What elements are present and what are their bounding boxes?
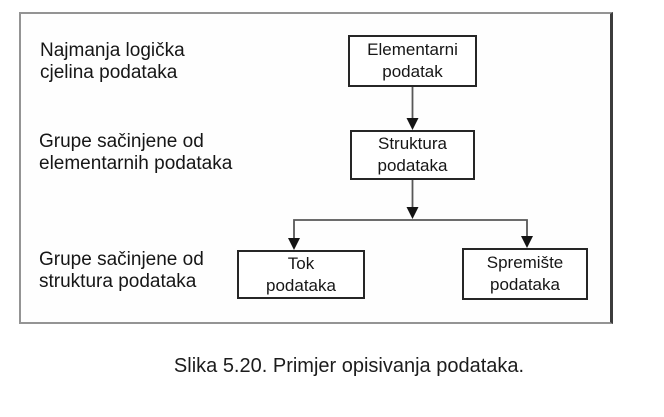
row-label-najmanja-logicka-cjelina: Najmanja logička cjelina podataka: [40, 40, 185, 83]
row-label-grupe-struktura: Grupe sačinjene od struktura podataka: [39, 249, 204, 292]
node-struktura-podataka: Struktura podataka: [350, 130, 475, 180]
row-label-grupe-elementarnih: Grupe sačinjene od elementarnih podataka: [39, 131, 233, 174]
node-tok-podataka: Tok podataka: [237, 250, 365, 299]
node-elementarni-podatak: Elementarni podatak: [348, 35, 477, 87]
figure-caption: Slika 5.20. Primjer opisivanja podataka.: [173, 355, 525, 377]
node-spremiste-podataka: Spremište podataka: [462, 248, 588, 300]
